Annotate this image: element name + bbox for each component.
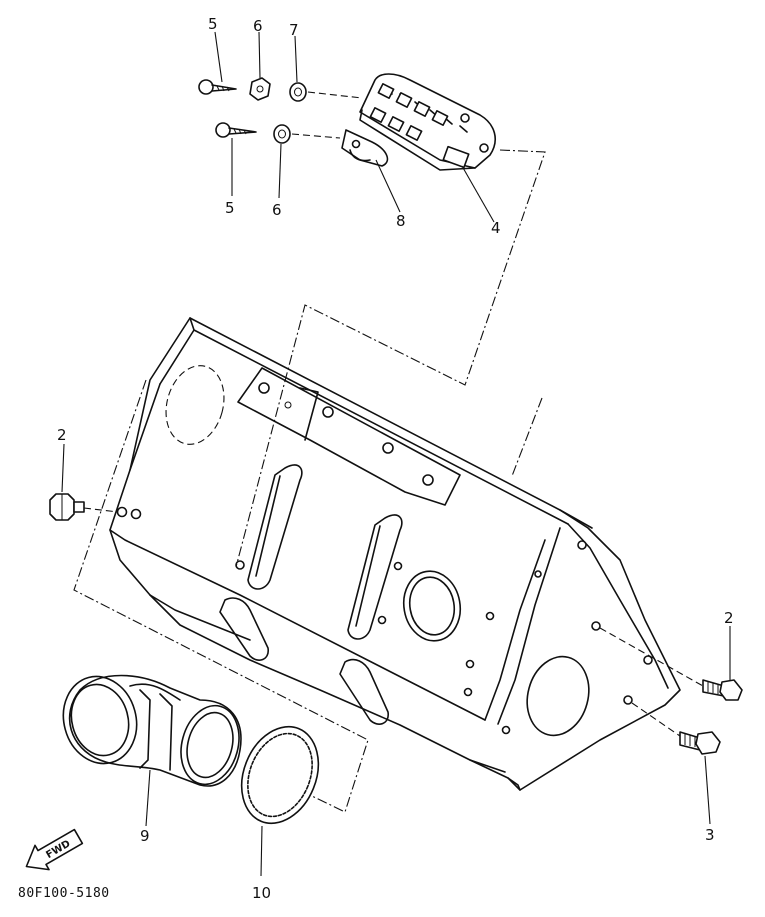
callout-2-left: 2 (57, 426, 67, 444)
bracket-comb (359, 73, 496, 171)
air-shroud-panel (109, 317, 681, 791)
washer-lower (273, 124, 291, 144)
fwd-arrow: FWD (25, 828, 84, 871)
callout-4: 4 (491, 219, 501, 237)
diagram-code: 80F100-5180 (18, 886, 110, 901)
bolt-right-upper (702, 679, 743, 701)
intake-joint (62, 674, 242, 787)
screw-upper (198, 79, 237, 95)
bolt-left (49, 493, 85, 521)
washer-upper (249, 77, 271, 101)
callout-6-upper: 6 (253, 17, 263, 35)
callout-3: 3 (705, 826, 715, 844)
callout-labels: 5 6 7 5 6 8 4 2 2 3 9 10 1 (57, 15, 734, 902)
grommet (289, 82, 307, 102)
screw-lower (215, 122, 257, 138)
callout-6-lower: 6 (272, 201, 282, 219)
o-ring (240, 725, 320, 825)
callout-7: 7 (289, 21, 299, 39)
alignment-lines (73, 91, 704, 813)
callout-8: 8 (396, 212, 406, 230)
callout-2-right: 2 (724, 609, 734, 627)
clamp (341, 129, 389, 167)
callout-leaders (61, 31, 731, 877)
callout-9: 9 (140, 827, 150, 845)
callout-10: 10 (252, 884, 271, 902)
callout-5-upper: 5 (208, 15, 218, 33)
bolt-right-lower (679, 731, 721, 755)
callout-5-lower: 5 (225, 199, 235, 217)
